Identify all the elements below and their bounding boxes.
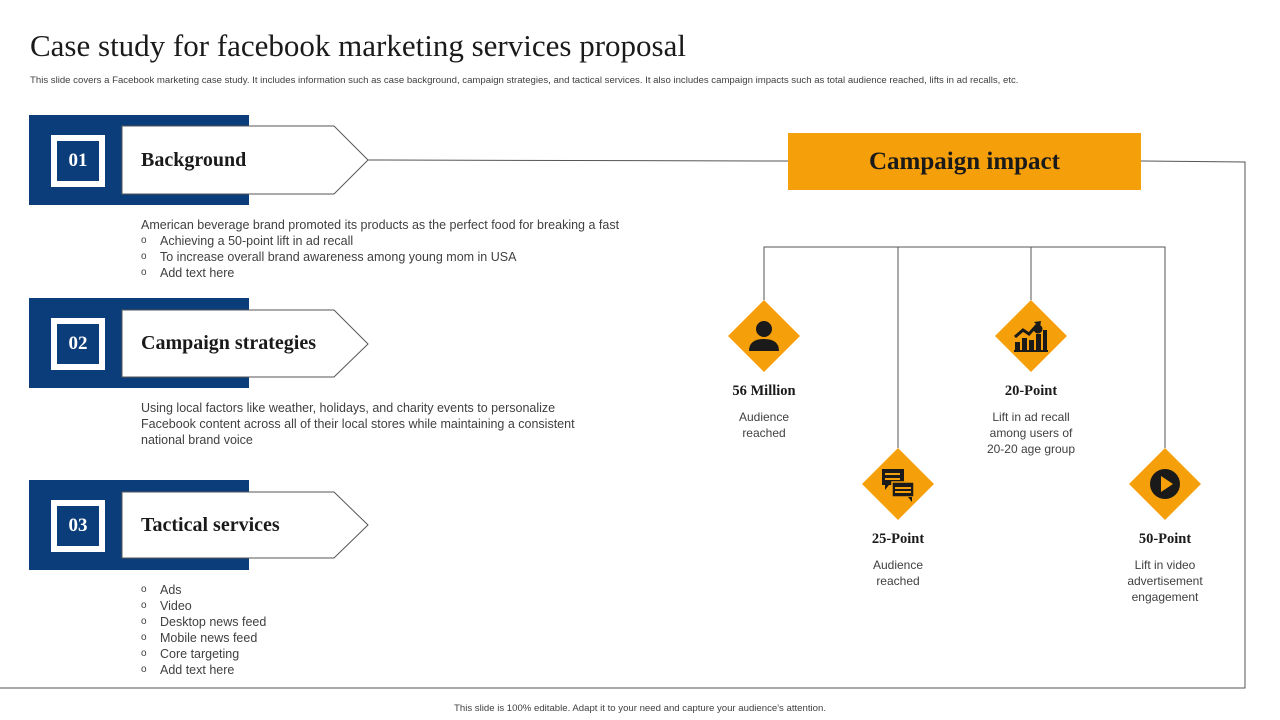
- text-line: national brand voice: [141, 433, 253, 447]
- stat-value: 50-Point: [1138, 531, 1192, 547]
- background-intro: American beverage brand promoted its pro…: [141, 218, 620, 232]
- section-heading: Background: [141, 149, 247, 171]
- impact-stat: 56 Million Audience reached: [689, 383, 839, 441]
- stat-label: reached: [876, 574, 920, 588]
- page-subtitle: This slide covers a Facebook marketing c…: [30, 75, 1019, 86]
- section-heading: Tactical services: [141, 514, 280, 536]
- stat-label: 20-20 age group: [986, 442, 1076, 456]
- impact-diamond: [861, 447, 935, 521]
- bullet-marker: o: [141, 584, 147, 595]
- impact-diamond: [994, 299, 1068, 373]
- stat-label: reached: [742, 426, 786, 440]
- growth-chart-icon: [1014, 321, 1048, 352]
- stat-label: among users of: [989, 426, 1073, 440]
- page-title: Case study for facebook marketing servic…: [30, 28, 686, 63]
- text-line: Using local factors like weather, holida…: [141, 401, 556, 415]
- section-arrow-shape: [121, 125, 369, 195]
- stat-label: Lift in ad recall: [992, 410, 1070, 424]
- campaign-strategies-text: Using local factors like weather, holida…: [141, 400, 575, 448]
- bullet-marker: o: [141, 600, 147, 611]
- section-number: 02: [57, 324, 99, 364]
- impact-stat: 20-Point Lift in ad recall among users o…: [956, 383, 1106, 457]
- section-number-badge: 01: [51, 135, 105, 187]
- section-arrow-shape: [121, 491, 369, 559]
- impact-diamond: [1128, 447, 1202, 521]
- section-heading: Campaign strategies: [141, 332, 316, 354]
- section-number-badge: 02: [51, 318, 105, 370]
- chat-icon: [882, 469, 915, 502]
- bullet-marker: o: [141, 267, 147, 278]
- text-line: Facebook content across all of their loc…: [141, 417, 575, 431]
- section-number: 01: [57, 141, 99, 181]
- bullet-marker: o: [141, 616, 147, 627]
- impact-stat: 25-Point Audience reached: [823, 531, 973, 589]
- impact-stat: 50-Point Lift in video advertisement eng…: [1090, 531, 1240, 605]
- stat-label: advertisement: [1127, 574, 1203, 588]
- impact-diamond: [727, 299, 801, 373]
- user-icon: [749, 321, 779, 351]
- bullet-marker: o: [141, 648, 147, 659]
- stat-label: Audience: [872, 558, 924, 572]
- stat-label: engagement: [1131, 590, 1199, 604]
- stat-label: Lift in video: [1134, 558, 1196, 572]
- section-arrow-shape: [121, 309, 369, 378]
- background-text: American beverage brand promoted its pro…: [141, 217, 619, 281]
- section-background: 01 Background: [29, 115, 369, 205]
- play-icon: [1150, 469, 1180, 499]
- bullet-marker: o: [141, 235, 147, 246]
- bullet-marker: o: [141, 664, 147, 675]
- section-campaign-strategies: 02 Campaign strategies: [29, 298, 369, 388]
- section-number-badge: 03: [51, 500, 105, 552]
- bullet-marker: o: [141, 632, 147, 643]
- stat-label: Audience: [738, 410, 790, 424]
- section-number: 03: [57, 506, 99, 546]
- stat-value: 20-Point: [1004, 383, 1058, 399]
- stat-value: 25-Point: [871, 531, 925, 547]
- section-tactical-services: 03 Tactical services: [29, 480, 369, 570]
- bullet-marker: o: [141, 251, 147, 262]
- footer-note: This slide is 100% editable. Adapt it to…: [454, 703, 826, 714]
- campaign-impact-header: Campaign impact: [788, 133, 1141, 190]
- stat-value: 56 Million: [732, 383, 796, 399]
- campaign-impact-title: Campaign impact: [869, 147, 1060, 175]
